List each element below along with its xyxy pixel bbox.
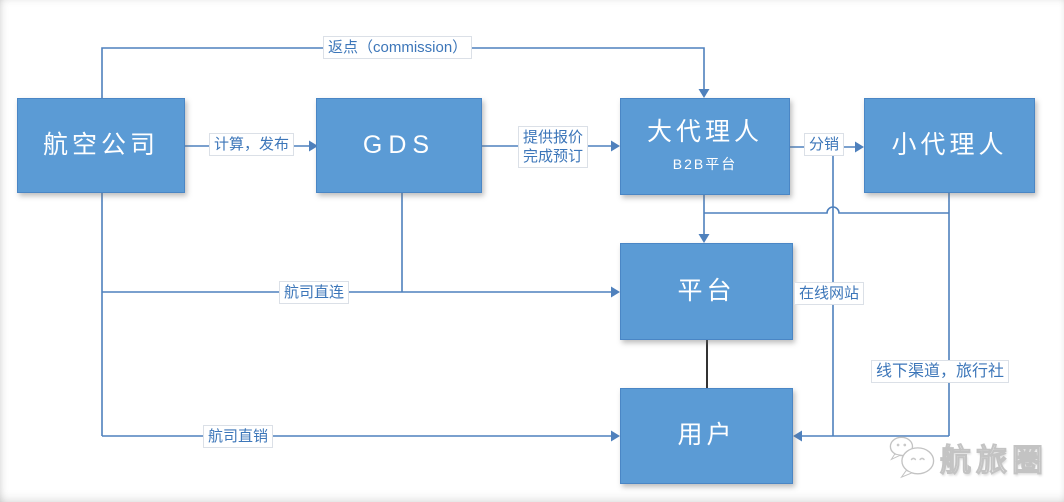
arrowhead-into-platform-top — [698, 234, 710, 243]
arrowhead-into-user-right — [793, 430, 802, 442]
arrowhead-into-platform-left — [611, 286, 620, 298]
node-user: 用户 — [620, 388, 793, 484]
node-gds-label: GDS — [362, 130, 436, 159]
edge-agents-join-line — [704, 206, 949, 214]
watermark-hanglvquan: 航旅圈 — [888, 434, 1048, 480]
edge-label-direct-connect: 航司直连 — [279, 281, 350, 304]
arrowhead-into-user-left — [611, 430, 620, 442]
edge-label-quote-booking: 提供报价 完成预订 — [518, 126, 589, 168]
arrowhead-into-bigagent-top — [698, 89, 710, 98]
node-small-agent: 小代理人 — [864, 98, 1035, 193]
arrowhead-into-smallagent — [855, 141, 864, 153]
node-big-agent-label: 大代理人 — [646, 118, 763, 147]
node-user-label: 用户 — [677, 421, 736, 450]
node-platform-label: 平台 — [677, 276, 736, 305]
edge-label-online-site: 在线网站 — [794, 282, 865, 305]
node-airline-company: 航空公司 — [17, 98, 185, 193]
watermark-text: 航旅圈 — [940, 442, 1048, 478]
node-small-agent-label: 小代理人 — [891, 130, 1008, 159]
node-platform: 平台 — [620, 243, 793, 340]
edge-label-offline-channel: 线下渠道，旅行社 — [871, 360, 1010, 383]
node-airline-label: 航空公司 — [42, 130, 159, 159]
arrowhead-into-gds — [309, 140, 318, 152]
chat-bubbles-icon — [889, 436, 935, 479]
edge-label-commission: 返点（commission） — [323, 36, 473, 59]
edge-label-quote-line1: 提供报价 — [523, 129, 584, 146]
edge-label-direct-sale: 航司直销 — [203, 425, 274, 448]
node-big-agent-sublabel: B2B平台 — [672, 155, 738, 172]
arrowhead-into-bigagent-left — [611, 140, 620, 152]
edge-label-calc-publish: 计算，发布 — [209, 133, 295, 156]
node-big-agent: 大代理人 B2B平台 — [620, 98, 790, 195]
node-gds: GDS — [316, 98, 482, 193]
edge-label-distribution: 分销 — [804, 133, 845, 156]
edge-label-quote-line2: 完成预订 — [523, 148, 584, 165]
